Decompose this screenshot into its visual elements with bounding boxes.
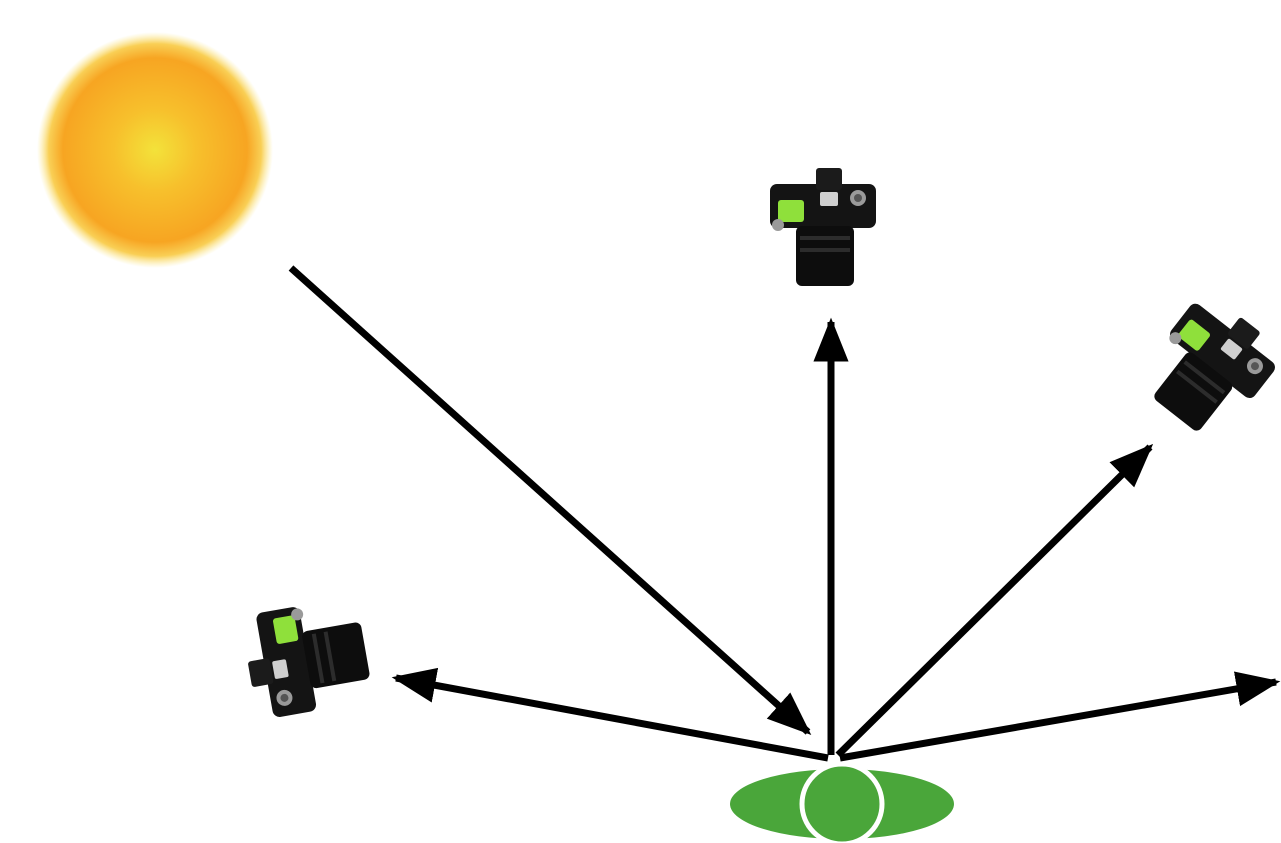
reflected-ray-left-arrow <box>391 667 829 762</box>
incident-ray-arrow <box>288 265 812 735</box>
sun-glow <box>37 32 273 268</box>
reflected-ray-upper-right-arrow <box>835 443 1154 758</box>
camera-left-icon <box>239 595 375 721</box>
camera-top-icon <box>770 168 876 286</box>
camera-right-icon <box>1131 288 1281 447</box>
leaf-icon <box>730 761 954 843</box>
reflected-ray-right-arrow <box>839 671 1281 762</box>
